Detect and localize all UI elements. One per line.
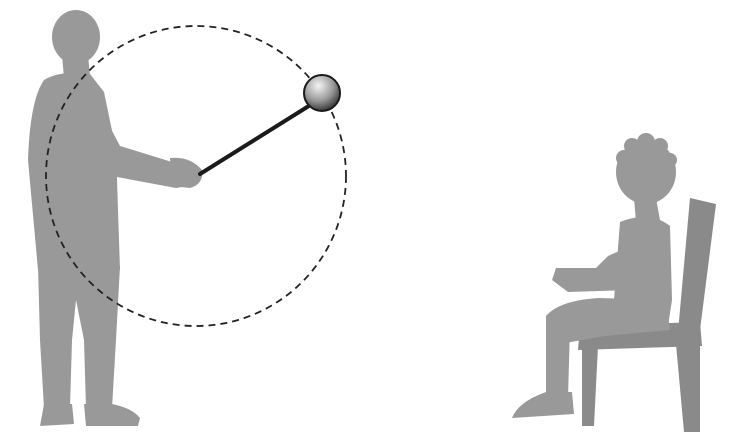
standing-person-icon (28, 10, 202, 426)
sphere-icon (304, 75, 340, 111)
rod-icon (200, 104, 312, 174)
